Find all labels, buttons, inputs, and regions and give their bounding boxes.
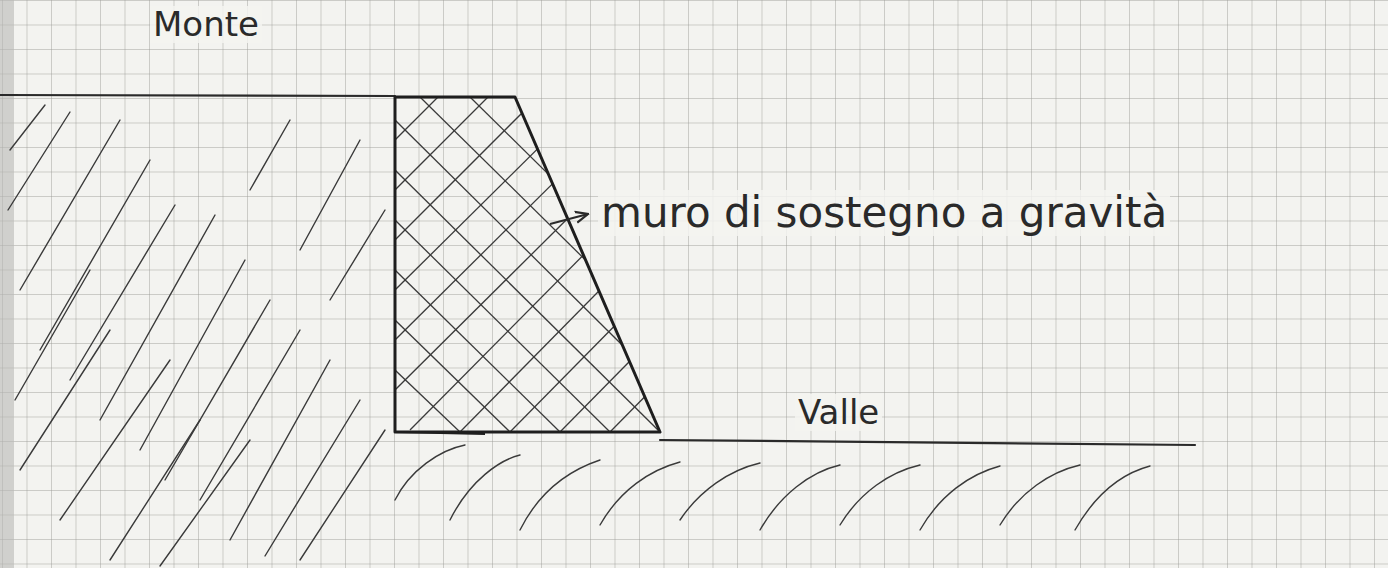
leader-arrow: [550, 214, 588, 224]
scan-edge: [0, 0, 14, 568]
ground-lines: [0, 95, 1195, 445]
wall-hatch: [395, 97, 940, 432]
soil-hatch: [8, 105, 1150, 566]
wall-label: muro di sostegno a gravità: [598, 190, 1170, 236]
wall-base: [395, 432, 485, 434]
downstream-label: Valle: [795, 394, 882, 431]
gravity-wall: [395, 97, 660, 432]
upstream-label: Monte: [150, 6, 262, 43]
